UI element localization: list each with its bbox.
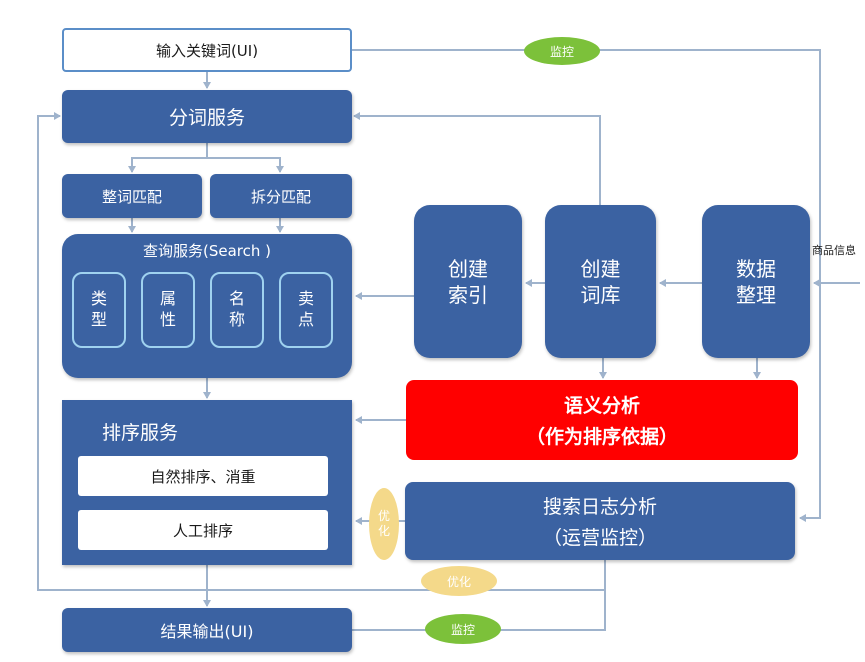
product-info-label: 商品信息 (812, 244, 856, 257)
search-log-analysis-note: （运营监控） (542, 527, 657, 549)
search-log-analysis-title: 搜索日志分析 (542, 496, 657, 518)
data-organize-box: 数据 整理 (702, 205, 810, 358)
segmentation-service-box: 分词服务 (62, 90, 352, 143)
semantic-analysis-box: 语义分析 （作为排序依据） (406, 380, 798, 460)
optimize-badge-bottom: 优化 (421, 566, 497, 596)
full-word-match-box: 整词匹配 (62, 174, 202, 218)
monitor-badge-bottom: 监控 (425, 614, 501, 644)
optimize-badge-side: 优 化 (369, 488, 399, 560)
result-output-box: 结果输出(UI) (62, 608, 352, 652)
sorting-service-box: 排序服务 自然排序、消重 人工排序 (62, 400, 352, 565)
natural-sort-box: 自然排序、消重 (78, 456, 328, 496)
semantic-analysis-note: （作为排序依据） (525, 426, 678, 448)
manual-sort-box: 人工排序 (78, 510, 328, 550)
search-field-type: 类 型 (72, 272, 126, 348)
search-field-attribute: 属 性 (141, 272, 195, 348)
search-log-analysis-box: 搜索日志分析 （运营监控） (405, 482, 795, 560)
search-field-selling-point: 卖 点 (279, 272, 333, 348)
split-match-box: 拆分匹配 (210, 174, 352, 218)
semantic-analysis-title: 语义分析 (563, 395, 640, 417)
sorting-service-title: 排序服务 (102, 422, 179, 444)
search-service-box: 查询服务(Search ) 类 型 属 性 名 称 卖 点 (62, 234, 352, 378)
build-lexicon-box: 创建 词库 (545, 205, 656, 358)
monitor-badge-top: 监控 (524, 37, 600, 65)
keyword-input-box: 输入关键词(UI) (62, 28, 352, 72)
search-field-name: 名 称 (210, 272, 264, 348)
build-index-box: 创建 索引 (414, 205, 522, 358)
search-service-title: 查询服务(Search ) (142, 242, 271, 260)
